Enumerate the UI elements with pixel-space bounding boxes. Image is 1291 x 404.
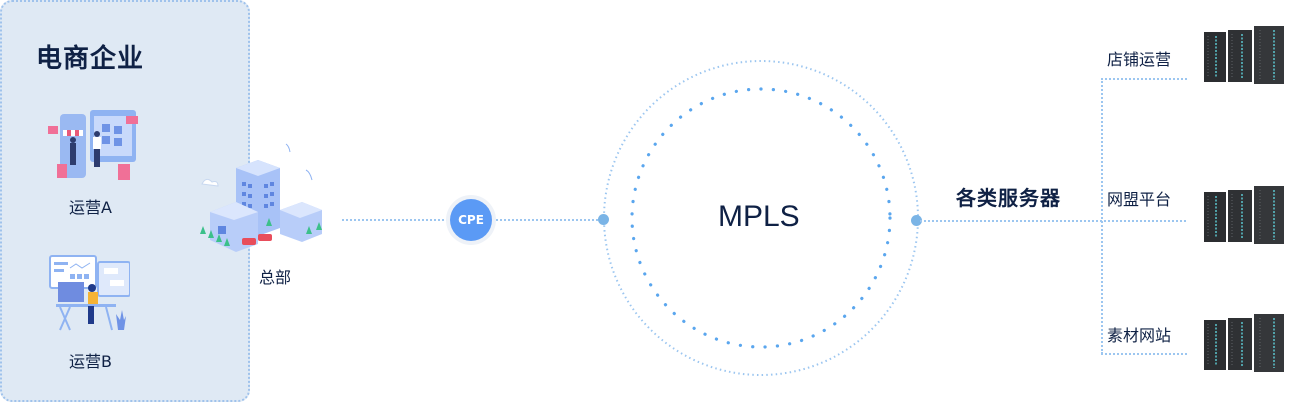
headquarters-label: 总部 — [259, 268, 292, 287]
mpls-inner-ring — [630, 87, 892, 349]
server-rack-icon[interactable] — [1204, 312, 1290, 378]
servers-title: 各类服务器 — [956, 186, 1061, 210]
server-rack-icon[interactable] — [1204, 184, 1290, 250]
enterprise-panel — [0, 0, 250, 402]
cpe-mpls-link — [496, 219, 602, 221]
server-rack-icon[interactable] — [1204, 24, 1290, 90]
mpls-servers-link — [920, 220, 1186, 222]
cpe-node[interactable]: CPE — [450, 199, 492, 241]
servers-trunk-line — [1101, 78, 1103, 354]
server-label-shop-ops: 店铺运营 — [1107, 50, 1172, 69]
server-branch-line — [1101, 353, 1187, 355]
office-building-illustration — [196, 140, 336, 260]
office-worker-illustration — [46, 254, 131, 334]
mpls-right-node — [911, 215, 922, 226]
ops-b-label: 运营B — [69, 352, 112, 371]
hq-cpe-link — [342, 219, 448, 221]
mpls-label: MPLS — [718, 200, 800, 233]
server-label-assets: 素材网站 — [1107, 326, 1172, 345]
mpls-left-node — [598, 214, 609, 225]
enterprise-title: 电商企业 — [36, 44, 145, 74]
ops-a-label: 运营A — [69, 198, 112, 217]
server-label-affiliate: 网盟平台 — [1107, 190, 1172, 209]
server-branch-line — [1101, 78, 1187, 80]
online-shop-illustration — [44, 106, 144, 190]
